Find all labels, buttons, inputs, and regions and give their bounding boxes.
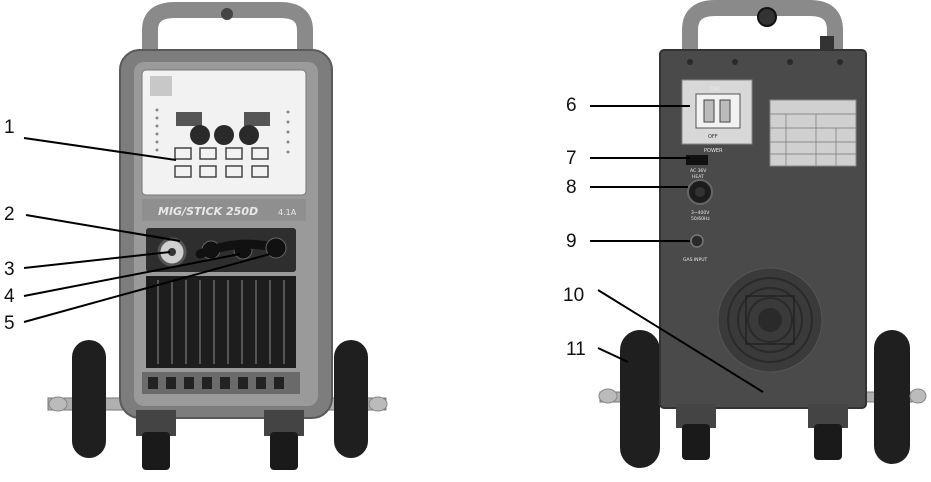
heat-label: HEAT [692, 174, 704, 180]
voltage-label: 3~400V [691, 210, 710, 216]
rear-handle [682, 0, 843, 55]
leader-line-5 [23, 253, 271, 323]
knob-left [190, 125, 210, 145]
rear-left-caster [676, 404, 716, 460]
callout-3: 3 [4, 259, 15, 280]
front-right-wheel [334, 340, 368, 458]
model-code: 4.1A [278, 208, 297, 217]
leader-line-3 [23, 251, 171, 269]
callout-10: 10 [563, 285, 585, 306]
callout-9: 9 [566, 231, 577, 252]
leader-line-4 [23, 253, 241, 297]
socket-output [265, 237, 287, 259]
knob-right [239, 125, 259, 145]
front-left-caster [136, 410, 176, 470]
callout-1: 1 [4, 117, 15, 138]
gas-input [690, 234, 704, 248]
panel-logo [150, 76, 172, 96]
front-right-hub [368, 396, 388, 412]
callout-6: 6 [566, 95, 577, 116]
front-left-wheel [72, 340, 106, 458]
callout-4: 4 [4, 286, 15, 307]
rating-plate [769, 99, 857, 167]
power-switch[interactable] [703, 99, 715, 123]
rear-handle-clip [820, 36, 834, 50]
rear-screws [687, 59, 843, 65]
rear-left-hub [598, 388, 618, 404]
rear-view: ON OFF POWER AC 36V HEAT 3~400V 50/60Hz … [598, 0, 927, 468]
callout-8: 8 [566, 177, 577, 198]
callout-5: 5 [4, 313, 15, 334]
left-display [176, 112, 202, 126]
heater-socket [686, 155, 708, 165]
euro-connector-center [168, 248, 176, 256]
rating-plate-grid [770, 113, 856, 166]
front-view: MIG/STICK 250D 4.1A [47, 2, 388, 470]
front-left-hub [48, 396, 68, 412]
rear-left-wheel [620, 330, 660, 468]
leader-line-11 [597, 347, 629, 363]
freq-label: 50/60Hz [691, 216, 710, 222]
rear-right-wheel [874, 330, 910, 464]
front-bottom-slots [148, 377, 284, 389]
heater-label: AC 36V [690, 168, 707, 174]
gas-label: GAS INPUT [683, 257, 708, 263]
leader-lines [23, 105, 764, 393]
power-switch-2 [719, 99, 731, 123]
rear-right-caster [808, 404, 848, 460]
mains-input-core [695, 187, 705, 197]
leader-line-2 [25, 214, 181, 242]
switch-off-label: OFF [708, 134, 718, 140]
rear-right-hub [909, 388, 927, 404]
front-vent-slats [157, 280, 285, 364]
fan-grille [717, 267, 823, 373]
knob-center [214, 125, 234, 145]
brand-label: MIG/STICK 250D [158, 205, 258, 218]
switch-body [695, 93, 741, 129]
panel-indicator-dots [155, 108, 290, 154]
leader-line-10 [597, 289, 764, 393]
callout-11: 11 [566, 339, 586, 360]
callout-7: 7 [566, 148, 577, 169]
handle-knob [221, 8, 233, 20]
front-right-caster [264, 410, 304, 470]
panel-buttons [174, 147, 269, 178]
switch-on-label: ON [710, 86, 719, 93]
right-display [244, 112, 270, 126]
rear-handle-knob [757, 7, 777, 27]
power-label: POWER [704, 148, 723, 154]
brand-strip [142, 199, 306, 221]
front-vent-area [146, 276, 296, 368]
callout-2: 2 [4, 204, 15, 225]
leader-line-1 [23, 137, 177, 161]
